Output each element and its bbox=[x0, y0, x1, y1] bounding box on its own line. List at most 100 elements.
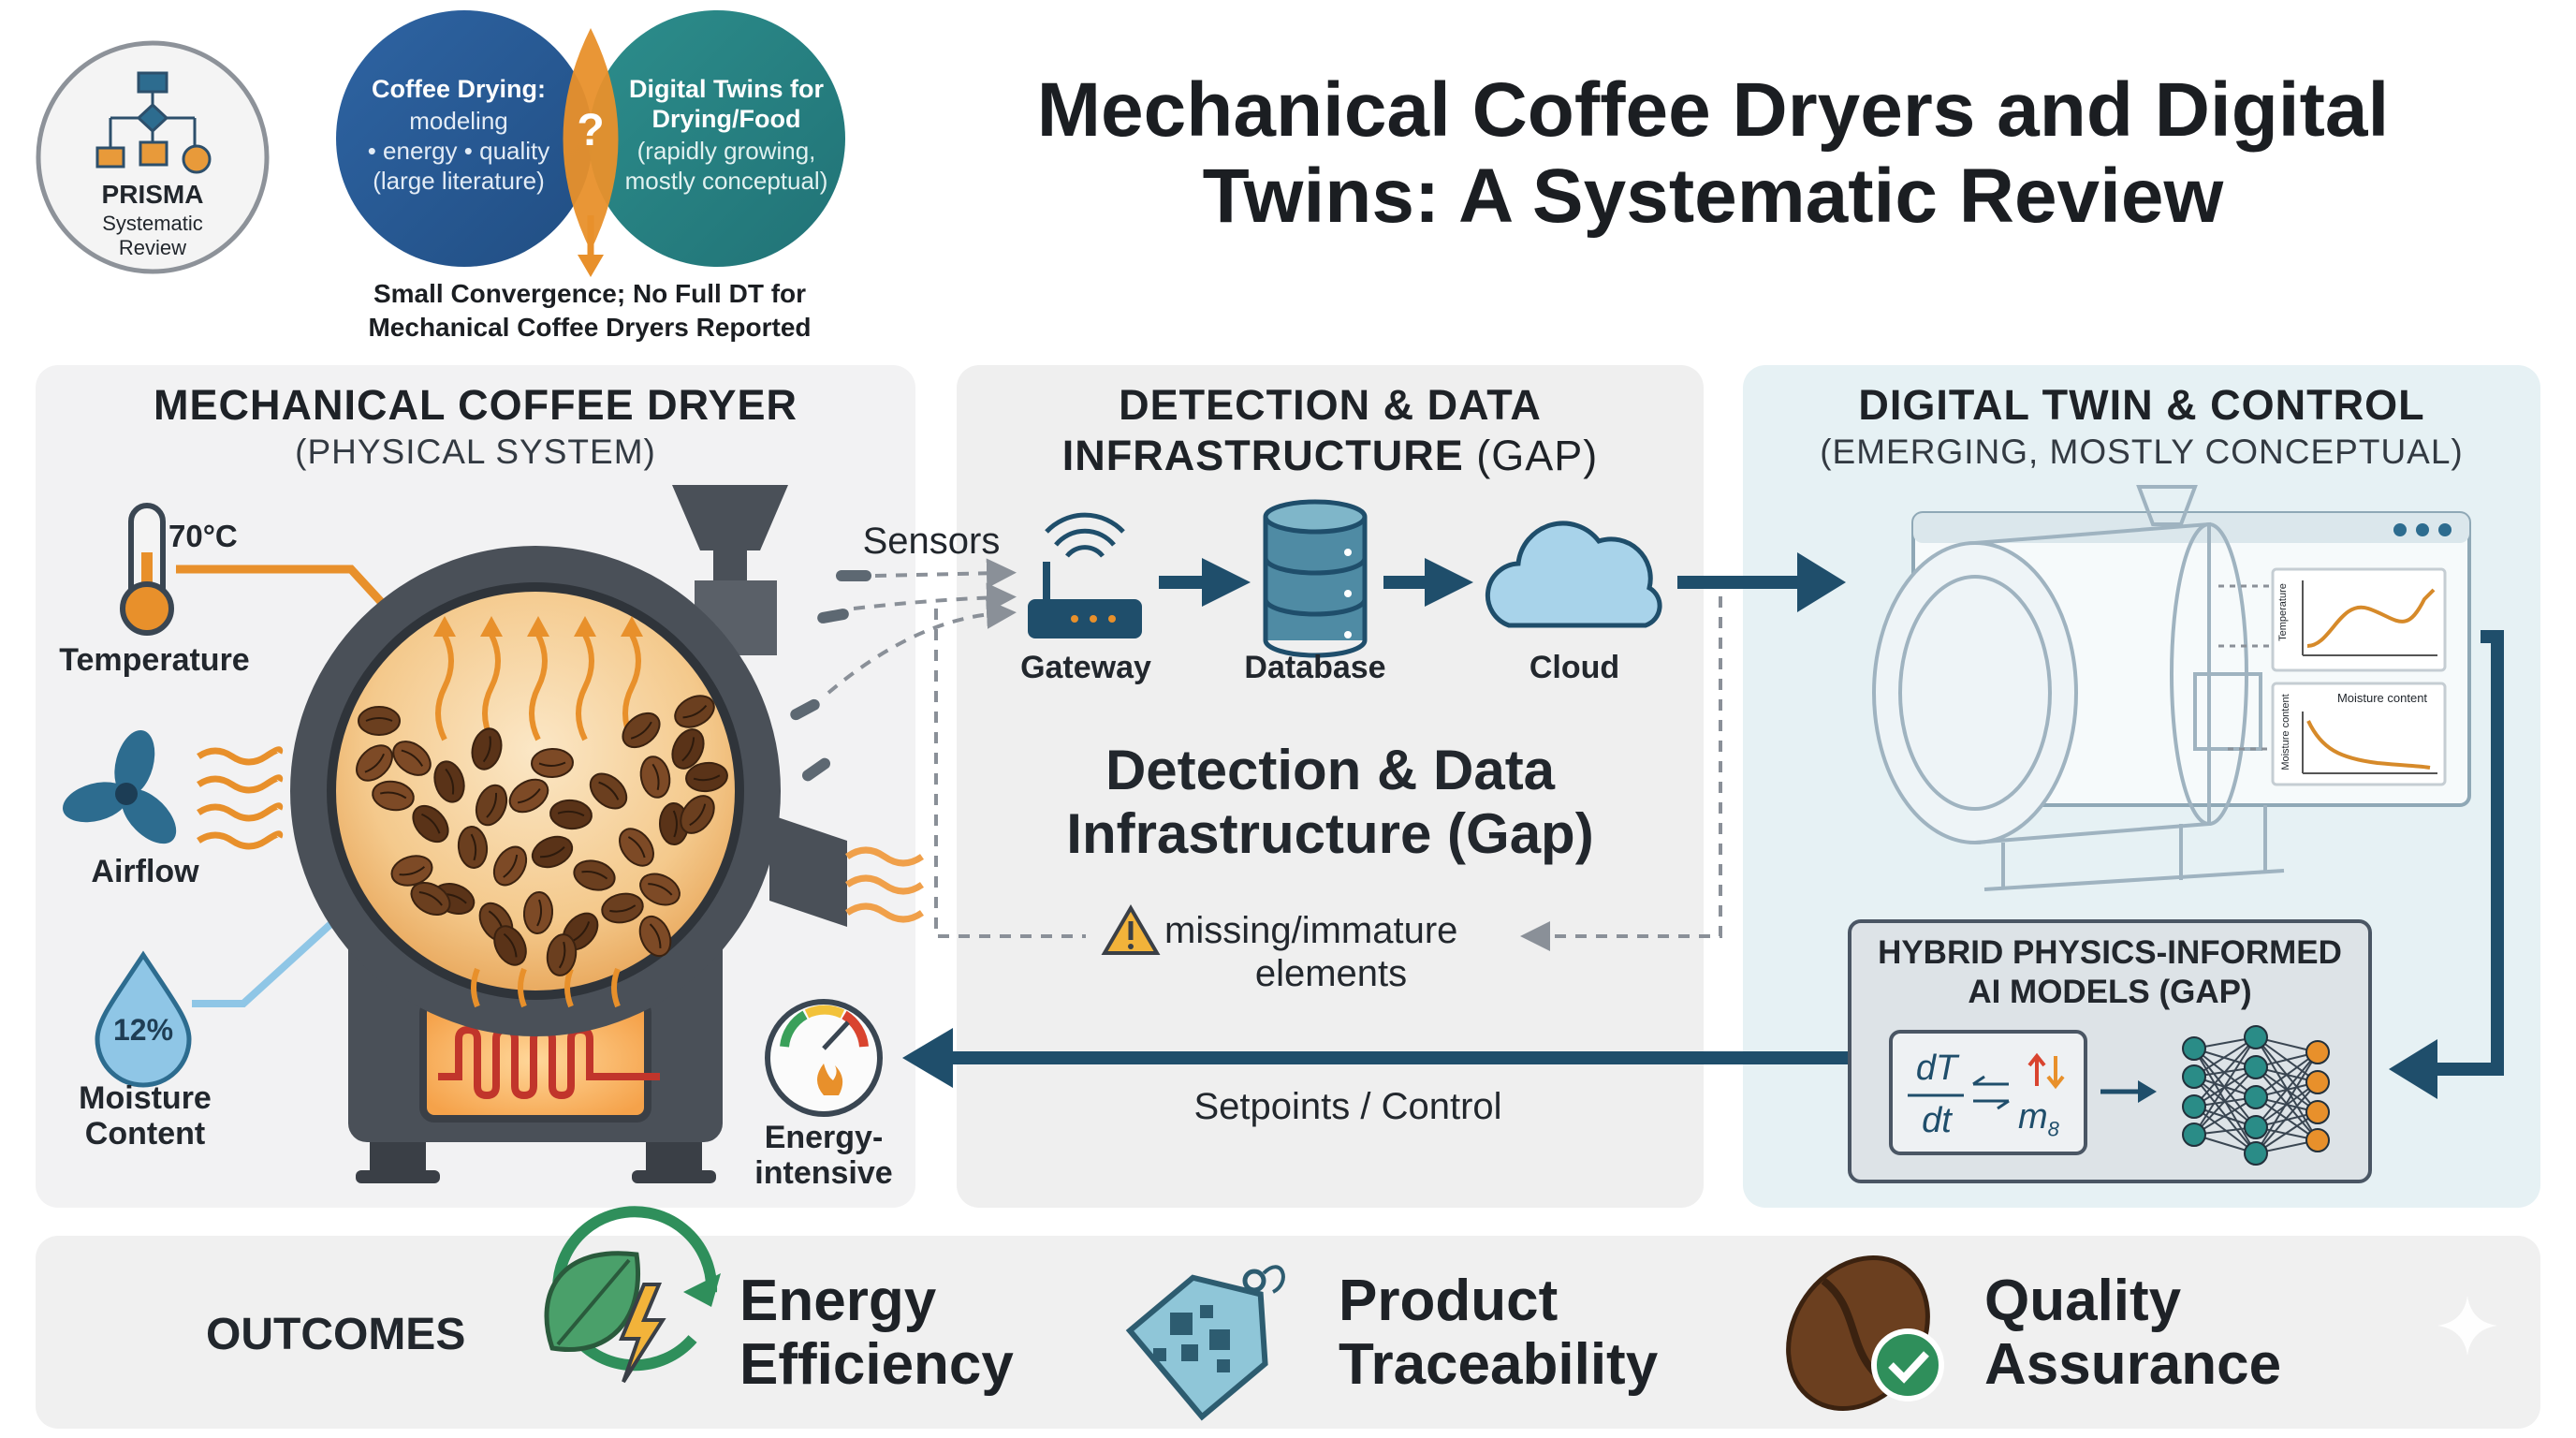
coffee-bean-crease bbox=[651, 763, 660, 790]
coffee-bean-crease bbox=[503, 932, 518, 958]
venn-question-mark: ? bbox=[577, 106, 605, 155]
energy-efficiency-icon bbox=[544, 1206, 721, 1384]
coffee-bean bbox=[601, 892, 644, 924]
neural-edge bbox=[2193, 1036, 2257, 1136]
outcome-quality-line1: Quality bbox=[1984, 1269, 2182, 1333]
data-heading-1: DETECTION & DATA bbox=[1119, 381, 1542, 429]
gap-big-label-1: Detection & Data bbox=[1105, 739, 1556, 801]
coffee-bean bbox=[546, 933, 578, 976]
coffee-bean-crease bbox=[365, 717, 393, 722]
neural-node bbox=[2305, 1070, 2330, 1094]
outcomes-panel bbox=[36, 1236, 2540, 1429]
chart-moisture-axis: Moisture content bbox=[2280, 694, 2291, 770]
coffee-bean bbox=[471, 727, 503, 770]
coffee-bean bbox=[522, 891, 554, 934]
energy-intensive-label-2: intensive bbox=[754, 1155, 893, 1191]
neural-edge bbox=[2255, 1081, 2319, 1154]
prisma-badge bbox=[36, 40, 270, 274]
page-title: Mechanical Coffee Dryers and Digital Twi… bbox=[1036, 67, 2390, 239]
energy-intensive-label-1: Energy- bbox=[764, 1120, 884, 1155]
coffee-bean-crease bbox=[557, 810, 585, 817]
water-drop-icon bbox=[95, 950, 192, 1088]
thermometer-icon bbox=[120, 503, 174, 636]
moisture-label-2: Content bbox=[84, 1116, 206, 1152]
neural-edge bbox=[2255, 1051, 2319, 1098]
temperature-value: 70°C bbox=[168, 519, 238, 553]
neural-node bbox=[2305, 1100, 2330, 1124]
coffee-bean bbox=[531, 835, 574, 869]
venn-right-title2: Drying/Food bbox=[651, 105, 801, 133]
dt-heading: DIGITAL TWIN & CONTROL bbox=[1858, 381, 2425, 429]
coffee-bean-crease bbox=[539, 846, 565, 858]
coffee-bean bbox=[475, 784, 508, 827]
neural-edge bbox=[2255, 1051, 2319, 1154]
neural-edge bbox=[2193, 1036, 2257, 1078]
venn-right-line4: mostly conceptual) bbox=[624, 167, 828, 195]
outcome-quality-line2: Assurance bbox=[1984, 1332, 2282, 1397]
coffee-bean-crease bbox=[681, 737, 695, 762]
chart-temperature-axis: Temperature bbox=[2277, 583, 2289, 641]
coffee-bean bbox=[549, 799, 593, 830]
coffee-bean-crease bbox=[421, 813, 441, 834]
missing-elements-label-2: elements bbox=[1254, 953, 1408, 994]
moisture-label-1: Moisture bbox=[79, 1080, 212, 1116]
physical-heading: MECHANICAL COFFEE DRYER bbox=[153, 381, 798, 429]
venn-left-line4: (large literature) bbox=[373, 167, 545, 195]
dt-subheading: (EMERGING, MOSTLY CONCEPTUAL) bbox=[1820, 433, 2464, 471]
venn-left-title: Coffee Drying: bbox=[371, 75, 546, 103]
coffee-bean-crease bbox=[536, 899, 543, 927]
outcome-energy-line1: Energy bbox=[739, 1269, 937, 1333]
coffee-bean-crease bbox=[649, 923, 662, 948]
coffee-bean bbox=[674, 695, 715, 728]
neural-edge bbox=[2255, 1081, 2319, 1128]
neural-node bbox=[2182, 1123, 2206, 1147]
coffee-bean bbox=[492, 845, 528, 887]
coffee-bean bbox=[410, 881, 451, 917]
physical-subheading: (PHYSICAL SYSTEM) bbox=[295, 433, 656, 471]
coffee-bean bbox=[531, 747, 574, 779]
coffee-bean-crease bbox=[630, 721, 652, 740]
venn-left-line3: • energy • quality bbox=[367, 137, 550, 165]
gateway-router-icon bbox=[1028, 512, 1142, 638]
venn-left-line2: modeling bbox=[409, 107, 508, 135]
coffee-bean-crease bbox=[482, 736, 491, 763]
neural-node bbox=[2244, 1115, 2268, 1139]
prisma-line3: Review bbox=[118, 236, 187, 259]
venn-caption-2: Mechanical Coffee Dryers Reported bbox=[368, 313, 812, 342]
coffee-bean bbox=[493, 925, 527, 966]
coffee-bean-crease bbox=[627, 836, 646, 858]
missing-elements-label-1: missing/immature bbox=[1164, 910, 1458, 951]
neural-edge bbox=[2193, 1066, 2257, 1136]
venn-caption-1: Small Convergence; No Full DT for bbox=[373, 279, 807, 308]
neural-node bbox=[2305, 1040, 2330, 1064]
neural-node bbox=[2244, 1085, 2268, 1109]
coffee-bean-crease bbox=[689, 803, 707, 827]
coffee-bean-crease bbox=[470, 833, 477, 861]
sensor-links bbox=[827, 558, 1722, 951]
neural-edge bbox=[2255, 1051, 2319, 1128]
venn-diagram bbox=[336, 10, 845, 277]
neural-node bbox=[2244, 1055, 2268, 1079]
coffee-bean-crease bbox=[558, 941, 566, 969]
exhaust-waves bbox=[844, 846, 925, 923]
fan-icon bbox=[63, 730, 177, 844]
hybrid-title-2: AI MODELS (GAP) bbox=[1968, 974, 2252, 1010]
coffee-bean-crease bbox=[399, 866, 426, 876]
coffee-bean-crease bbox=[648, 883, 673, 896]
hybrid-title-1: HYBRID PHYSICS-INFORMED bbox=[1878, 934, 2342, 971]
coffee-bean-crease bbox=[401, 749, 424, 767]
moisture-chart bbox=[2271, 682, 2447, 786]
heat-arrows bbox=[435, 633, 641, 1008]
coffee-bean-crease bbox=[693, 774, 721, 782]
coffee-bean bbox=[372, 780, 415, 812]
prisma-title: PRISMA bbox=[101, 180, 204, 209]
neural-node bbox=[2182, 1064, 2206, 1089]
coffee-bean bbox=[639, 756, 671, 799]
coffee-bean-crease bbox=[379, 791, 407, 800]
neural-edge bbox=[2255, 1111, 2319, 1154]
coffee-bean-crease bbox=[538, 761, 566, 767]
cloud-label: Cloud bbox=[1529, 650, 1620, 685]
database-icon bbox=[1263, 499, 1368, 658]
outcome-traceability-line2: Traceability bbox=[1339, 1332, 1659, 1397]
